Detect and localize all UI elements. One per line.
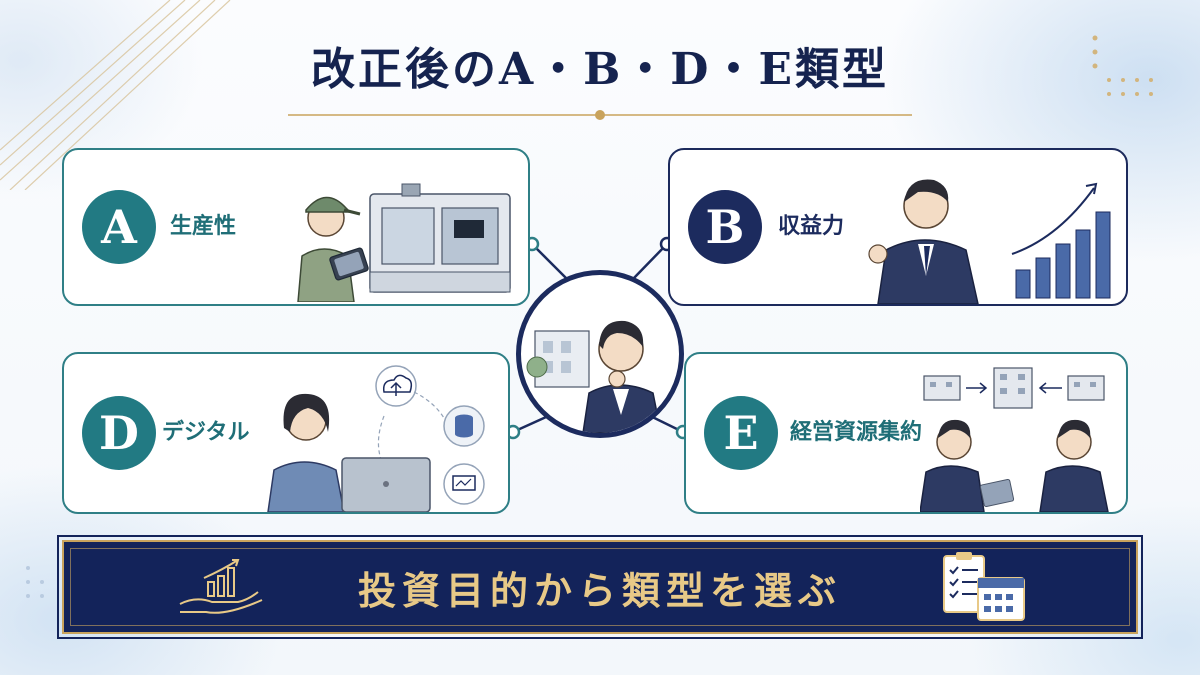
factory-worker-illustration bbox=[297, 183, 511, 302]
badge-a: A bbox=[82, 190, 156, 264]
card-b-profitability: B 収益力 bbox=[668, 148, 1128, 306]
merger-illustration bbox=[920, 367, 1109, 512]
businessman-growth-illustration bbox=[868, 179, 1111, 304]
digital-worker-illustration bbox=[267, 365, 485, 512]
title-underline bbox=[288, 110, 912, 120]
banner-inner-frame bbox=[70, 548, 1130, 626]
card-a-label: 生産性 bbox=[170, 214, 237, 239]
card-b-label: 収益力 bbox=[778, 214, 845, 239]
decorative-lines bbox=[0, 0, 231, 190]
badge-e: E bbox=[704, 396, 778, 470]
bottom-banner: 投資目的から類型を選ぶ bbox=[57, 535, 1143, 639]
thinking-businessman-illustration bbox=[526, 320, 662, 433]
card-a-productivity: A 生産性 bbox=[62, 148, 530, 306]
center-illustration bbox=[516, 270, 684, 438]
decorative-dots-left bbox=[26, 566, 44, 598]
card-e-resource-consolidation: E 経営資源集約 bbox=[684, 352, 1128, 514]
decorative-dots bbox=[1092, 35, 1153, 96]
card-d-label: デジタル bbox=[162, 420, 250, 445]
badge-b: B bbox=[688, 190, 762, 264]
card-d-digital: D デジタル bbox=[62, 352, 510, 514]
banner-message: 投資目的から類型を選ぶ bbox=[357, 567, 842, 613]
page-title: 改正後のA・B・D・E類型 bbox=[310, 44, 890, 95]
hand-growth-chart-icon bbox=[179, 559, 263, 614]
card-e-label: 経営資源集約 bbox=[790, 420, 923, 445]
checklist-calendar-icon bbox=[943, 552, 1025, 621]
badge-d: D bbox=[82, 396, 156, 470]
